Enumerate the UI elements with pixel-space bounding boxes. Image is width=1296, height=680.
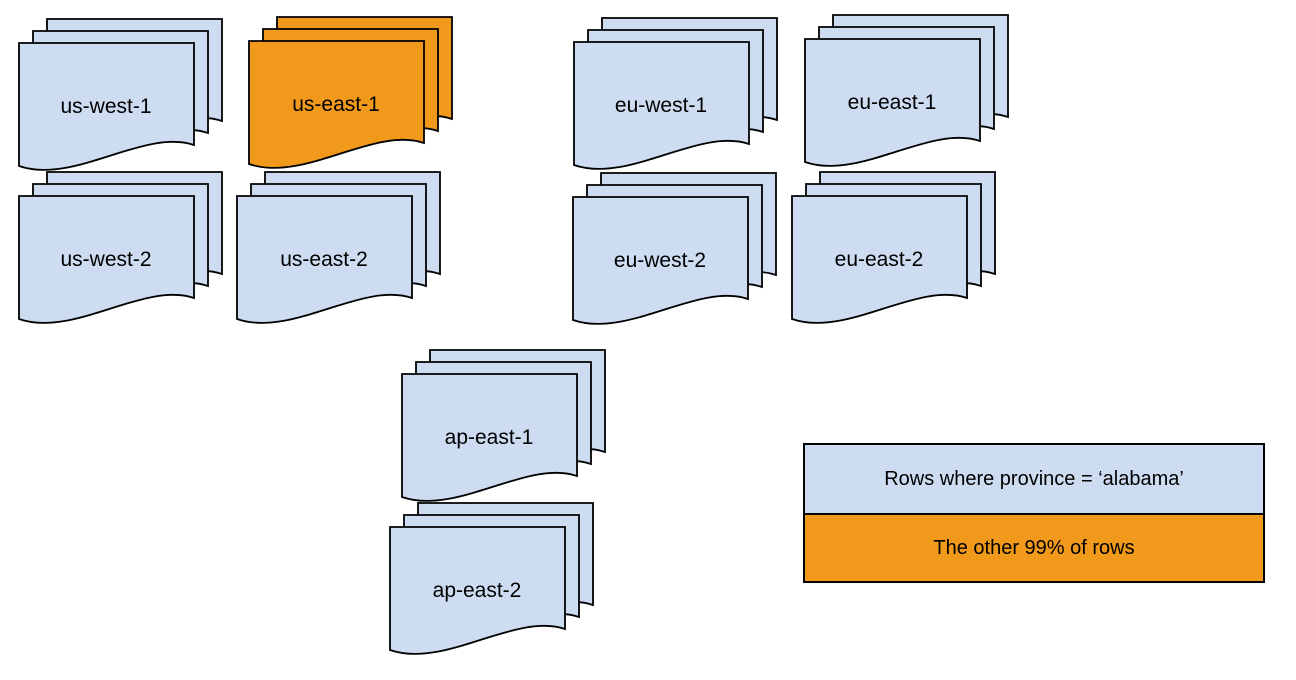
region-label: us-west-2	[60, 248, 151, 271]
document-sheet-front	[791, 195, 968, 324]
document-sheets	[389, 502, 594, 655]
document-sheets	[18, 18, 223, 171]
document-sheets	[804, 14, 1009, 167]
document-sheet-front	[236, 195, 413, 324]
region-label: eu-west-2	[614, 249, 706, 272]
document-stack-graphic: us-east-2	[236, 171, 441, 324]
document-stack-graphic: us-west-1	[18, 18, 223, 171]
document-sheets	[573, 17, 778, 170]
document-sheets	[791, 171, 996, 324]
document-sheet-front	[248, 40, 425, 169]
region-stack-eu-west-2: eu-west-2	[572, 172, 777, 329]
region-label: eu-east-1	[848, 91, 937, 114]
legend-label-other-rows: The other 99% of rows	[933, 536, 1135, 559]
document-sheet-front	[401, 373, 578, 502]
document-stack-graphic: us-west-2	[18, 171, 223, 324]
legend-label-alabama-rows: Rows where province = ‘alabama’	[884, 467, 1184, 490]
region-stack-eu-east-2: eu-east-2	[791, 171, 996, 328]
document-sheets	[572, 172, 777, 325]
region-stack-ap-east-1: ap-east-1	[401, 349, 606, 506]
document-stack-graphic: eu-west-2	[572, 172, 777, 325]
document-sheet-front	[389, 526, 566, 655]
region-label: ap-east-1	[445, 426, 534, 449]
document-sheet-front	[18, 42, 195, 171]
document-stack-graphic: eu-east-1	[804, 14, 1009, 167]
region-label: ap-east-2	[433, 579, 522, 602]
document-sheets	[401, 349, 606, 502]
region-stack-us-east-2: us-east-2	[236, 171, 441, 328]
region-stack-ap-east-2: ap-east-2	[389, 502, 594, 659]
region-stack-eu-east-1: eu-east-1	[804, 14, 1009, 171]
document-sheet-front	[18, 195, 195, 324]
region-stack-us-west-2: us-west-2	[18, 171, 223, 328]
region-label: us-west-1	[60, 95, 151, 118]
region-stack-us-west-1: us-west-1	[18, 18, 223, 175]
region-stack-eu-west-1: eu-west-1	[573, 17, 778, 174]
document-stack-graphic: ap-east-2	[389, 502, 594, 655]
document-sheets	[236, 171, 441, 324]
legend-item-alabama-rows: Rows where province = ‘alabama’	[805, 445, 1263, 513]
document-stack-graphic: eu-west-1	[573, 17, 778, 170]
region-label: us-east-1	[292, 93, 380, 116]
document-stack-graphic: eu-east-2	[791, 171, 996, 324]
document-sheet-front	[804, 38, 981, 167]
region-label: eu-east-2	[835, 248, 924, 271]
region-label: eu-west-1	[615, 94, 707, 117]
document-stack-graphic: ap-east-1	[401, 349, 606, 502]
legend-item-other-rows: The other 99% of rows	[805, 513, 1263, 581]
document-stack-graphic: us-east-1	[248, 16, 453, 169]
document-sheet-front	[573, 41, 750, 170]
region-label: us-east-2	[280, 248, 368, 271]
document-sheet-front	[572, 196, 749, 325]
legend: Rows where province = ‘alabama’ The othe…	[803, 443, 1265, 583]
document-sheets	[18, 171, 223, 324]
document-sheets	[248, 16, 453, 169]
region-stack-us-east-1: us-east-1	[248, 16, 453, 173]
